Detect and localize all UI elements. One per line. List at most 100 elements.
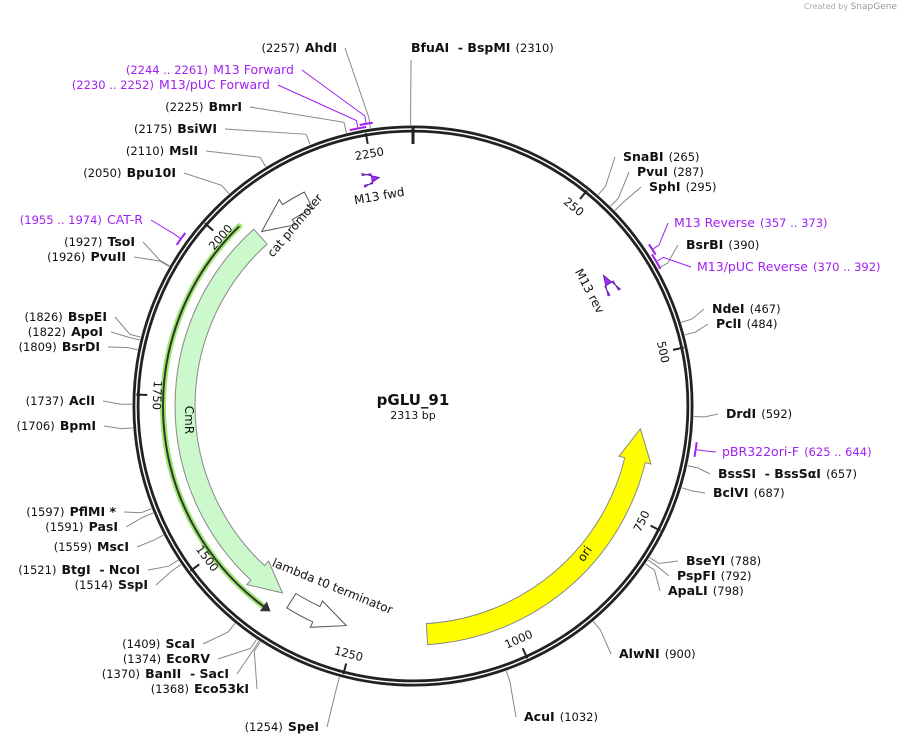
- enzyme-site[interactable]: (1826) BspEI: [25, 306, 141, 338]
- enzyme-site[interactable]: AlwNI (900): [592, 621, 696, 663]
- enzyme-label[interactable]: (1254) SpeI: [245, 716, 319, 735]
- enzyme-site[interactable]: (1559) MscI: [54, 534, 164, 555]
- enzyme-site[interactable]: BfuAI - BspMI (2310): [410, 37, 554, 126]
- primer-label[interactable]: M13/pUC Reverse (370 .. 392): [697, 256, 881, 275]
- enzyme-label[interactable]: (1409) ScaI: [122, 633, 195, 652]
- primer-site[interactable]: pBR322ori-F (625 .. 644): [693, 441, 872, 460]
- enzyme-site[interactable]: (2257) AhdI: [261, 37, 371, 129]
- enzyme-label[interactable]: (2257) AhdI: [261, 37, 337, 56]
- enzyme-label[interactable]: (1521) BtgI - NcoI: [18, 559, 140, 578]
- enzyme-site[interactable]: PclI (484): [684, 313, 778, 336]
- primer-label[interactable]: pBR322ori-F (625 .. 644): [722, 441, 872, 460]
- enzyme-site[interactable]: (1706) BpmI: [17, 415, 133, 434]
- cmr-orf-line[interactable]: [162, 225, 265, 608]
- primer-site[interactable]: M13/pUC Reverse (370 .. 392): [651, 253, 881, 275]
- enzyme-site[interactable]: AcuI (1032): [505, 670, 598, 725]
- enzyme-leader-line: [103, 425, 133, 430]
- enzyme-site[interactable]: (1809) BsrDI: [18, 336, 138, 355]
- enzyme-site[interactable]: ApaLI (798): [645, 563, 744, 599]
- enzyme-site[interactable]: (1254) SpeI: [245, 677, 340, 735]
- enzyme-site[interactable]: BseYI (788): [649, 550, 762, 569]
- enzyme-label[interactable]: (1368) Eco53kI: [151, 678, 249, 697]
- enzyme-position: (1927): [64, 235, 102, 249]
- enzyme-label[interactable]: AlwNI (900): [619, 643, 696, 662]
- enzyme-label[interactable]: BssSI - BssSαI (657): [718, 463, 857, 482]
- enzyme-site[interactable]: (2225) BmrI: [165, 96, 347, 134]
- enzyme-label[interactable]: ApaLI (798): [668, 580, 744, 599]
- enzyme-label[interactable]: NdeI (467): [712, 298, 781, 317]
- primer-label[interactable]: M13 Reverse (357 .. 373): [674, 212, 828, 231]
- enzyme-site[interactable]: (2050) Bpu10I: [83, 162, 230, 195]
- primer-label[interactable]: (2244 .. 2261) M13 Forward: [126, 59, 294, 78]
- enzyme-site[interactable]: SnaBI (265): [597, 146, 700, 196]
- enzyme-site[interactable]: (1409) ScaI: [122, 623, 236, 653]
- enzyme-site[interactable]: (1822) ApoI: [28, 321, 141, 341]
- primer-binding-arc: [175, 232, 187, 246]
- primer-label[interactable]: (1955 .. 1974) CAT-R: [20, 209, 144, 228]
- enzyme-label[interactable]: BfuAI - BspMI (2310): [411, 37, 554, 56]
- enzyme-site[interactable]: (1927) TsoI: [64, 231, 170, 267]
- enzyme-label[interactable]: PclI (484): [716, 313, 778, 332]
- enzyme-label[interactable]: (1559) MscI: [54, 536, 129, 555]
- enzyme-position: (1032): [560, 710, 598, 724]
- primer-site[interactable]: M13 Reverse (357 .. 373): [648, 212, 828, 256]
- enzyme-label[interactable]: BsrBI (390): [686, 234, 759, 253]
- enzyme-label[interactable]: DrdI (592): [726, 403, 792, 422]
- enzyme-site[interactable]: (1597) PflMI *: [26, 501, 152, 520]
- enzyme-site[interactable]: (1368) Eco53kI: [151, 641, 261, 697]
- enzyme-site[interactable]: SphI (295): [614, 176, 717, 211]
- enzyme-label[interactable]: (1370) BanII - SacI: [102, 663, 229, 682]
- enzyme-site[interactable]: (2110) MslI: [126, 140, 267, 167]
- enzyme-label[interactable]: (1826) BspEI: [25, 306, 107, 325]
- enzyme-site[interactable]: NdeI (467): [681, 298, 781, 323]
- feature-m13-rev[interactable]: [602, 274, 622, 297]
- enzyme-site[interactable]: (1514) SspI: [75, 564, 182, 593]
- enzyme-label[interactable]: (1591) PasI: [45, 516, 118, 535]
- enzyme-site[interactable]: (1591) PasI: [45, 512, 154, 535]
- primer-site[interactable]: (2230 .. 2252) M13/pUC Forward: [72, 74, 367, 132]
- feature-cmr[interactable]: [174, 228, 284, 594]
- enzyme-site[interactable]: BclVI (687): [681, 482, 785, 501]
- feature-cat-promoter[interactable]: [260, 191, 314, 233]
- enzyme-leader-line: [610, 171, 630, 207]
- primer-label[interactable]: (2230 .. 2252) M13/pUC Forward: [72, 74, 270, 93]
- enzyme-label[interactable]: (1514) SspI: [75, 574, 148, 593]
- feature-lambda-t0-terminator[interactable]: [286, 592, 348, 628]
- enzyme-label[interactable]: (1706) BpmI: [17, 415, 97, 434]
- enzyme-label[interactable]: (1927) TsoI: [64, 231, 135, 250]
- enzyme-label[interactable]: (2225) BmrI: [165, 96, 242, 115]
- primer-site[interactable]: (1955 .. 1974) CAT-R: [20, 209, 187, 246]
- enzyme-site[interactable]: BssSI - BssSαI (657): [687, 463, 857, 482]
- enzyme-site[interactable]: PvuI (287): [610, 161, 704, 207]
- primer-site[interactable]: (2244 .. 2261) M13 Forward: [126, 59, 373, 126]
- primer-binding-arc: [693, 442, 698, 457]
- enzyme-site[interactable]: (2175) BsiWI: [134, 118, 311, 145]
- enzyme-label[interactable]: SphI (295): [649, 176, 717, 195]
- feature-m13-fwd[interactable]: [361, 172, 381, 189]
- enzyme-label[interactable]: (2110) MslI: [126, 140, 198, 159]
- enzyme-label[interactable]: SnaBI (265): [623, 146, 700, 165]
- enzyme-site[interactable]: (1521) BtgI - NcoI: [18, 559, 179, 578]
- enzyme-label[interactable]: (1926) PvuII: [47, 246, 126, 265]
- enzyme-position: (287): [673, 165, 704, 179]
- enzyme-label[interactable]: (1737) AclI: [26, 390, 95, 409]
- enzyme-site[interactable]: (1370) BanII - SacI: [102, 640, 260, 682]
- enzyme-site[interactable]: PspFI (792): [647, 559, 752, 584]
- enzyme-site[interactable]: (1737) AclI: [26, 390, 133, 409]
- enzyme-label[interactable]: (1597) PflMI *: [26, 501, 116, 520]
- enzyme-site[interactable]: (1374) EcoRV: [123, 639, 257, 667]
- enzyme-site[interactable]: BsrBI (390): [657, 234, 759, 269]
- enzyme-site[interactable]: (1926) PvuII: [47, 246, 170, 267]
- enzyme-label[interactable]: AcuI (1032): [524, 706, 598, 725]
- enzyme-label[interactable]: (2175) BsiWI: [134, 118, 217, 137]
- enzyme-label[interactable]: (1809) BsrDI: [18, 336, 100, 355]
- enzyme-label[interactable]: (1822) ApoI: [28, 321, 103, 340]
- enzyme-label[interactable]: (2050) Bpu10I: [83, 162, 176, 181]
- enzyme-label[interactable]: PvuI (287): [637, 161, 704, 180]
- enzyme-site[interactable]: DrdI (592): [693, 403, 792, 422]
- enzyme-label[interactable]: (1374) EcoRV: [123, 648, 211, 667]
- feature-ori[interactable]: [425, 427, 652, 646]
- enzyme-label[interactable]: BseYI (788): [686, 550, 761, 569]
- enzyme-label[interactable]: BclVI (687): [713, 482, 785, 501]
- enzyme-label[interactable]: PspFI (792): [677, 565, 752, 584]
